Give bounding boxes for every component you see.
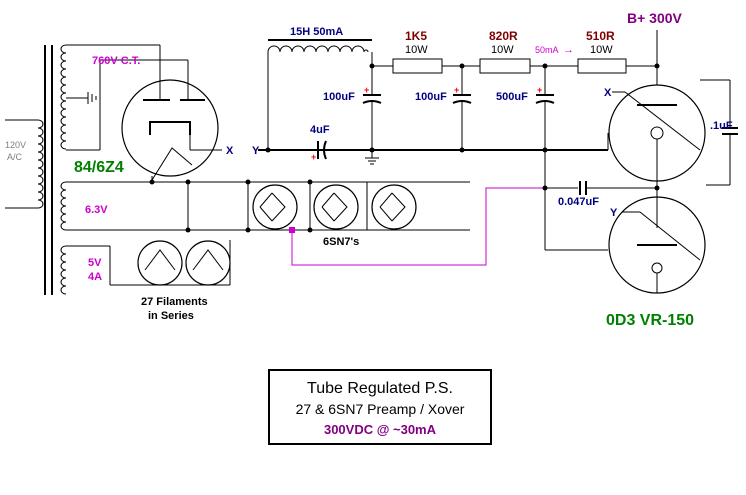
- rect-fil-voltage-label: 5V: [88, 257, 102, 269]
- rectifier-x-label: X: [226, 145, 234, 157]
- capacitor-100uf-1: [362, 66, 382, 150]
- filament-tube-27-a: [137, 240, 183, 286]
- resistor-510r-value: 510R: [586, 29, 615, 43]
- cap-100uf-2-polarity: +: [454, 85, 459, 95]
- resistor-820r: [479, 58, 531, 74]
- cap-01uf-label: .1uF: [710, 120, 733, 132]
- cap-0047uf-label: 0.047uF: [558, 196, 599, 208]
- cap-100uf-2-label: 100uF: [415, 91, 447, 103]
- filament-tubes-label: 6SN7's: [323, 236, 359, 248]
- capacitor-100uf-2: [452, 66, 472, 150]
- cap-500uf-label: 500uF: [496, 91, 528, 103]
- cap-100uf-1-polarity: +: [364, 85, 369, 95]
- node-y-tube-label: Y: [610, 207, 618, 219]
- choke-label: 15H 50mA: [290, 26, 343, 38]
- resistor-820r-value: 820R: [489, 29, 518, 43]
- rect-fil-current-label: 4A: [88, 271, 102, 283]
- node-y-left-label: Y: [252, 145, 260, 157]
- regulator-tubes-label: 0D3 VR-150: [606, 312, 694, 329]
- regulator-tube-lower: [608, 196, 706, 294]
- title-box-subtitle: 27 & 6SN7 Preamp / Xover: [296, 401, 465, 417]
- rectifier-tube-label: 84/6Z4: [74, 159, 124, 176]
- title-box-spec: 300VDC @ ~30mA: [324, 422, 437, 437]
- filament-string-label-2: in Series: [148, 310, 194, 322]
- title-box-title: Tube Regulated P.S.: [307, 380, 453, 397]
- resistor-510r: [577, 58, 627, 74]
- current-arrow: →: [563, 44, 574, 56]
- regulator-tube-upper: [608, 84, 706, 182]
- resistor-1k5-rating: 10W: [405, 44, 428, 56]
- resistor-510r-rating: 10W: [590, 44, 613, 56]
- primary-type-label: A/C: [7, 152, 23, 162]
- primary-voltage-label: 120V: [5, 140, 26, 150]
- resistor-1k5-value: 1K5: [405, 29, 427, 43]
- resistor-1k5: [392, 58, 443, 74]
- node-x-tube-label: X: [604, 87, 612, 99]
- capacitor-4uf: [317, 140, 327, 160]
- power-transformer: [5, 44, 67, 295]
- cap-100uf-1-label: 100uF: [323, 91, 355, 103]
- filament-low-label: 6.3V: [85, 204, 108, 216]
- title-box: [268, 369, 492, 445]
- heater-tube-1: [252, 184, 298, 230]
- current-note: 50mA: [535, 45, 559, 55]
- heater-tube-3: [371, 184, 417, 230]
- bplus-label: B+ 300V: [627, 10, 683, 26]
- hv-secondary-label: 760V C.T.: [92, 55, 140, 67]
- cap-500uf-polarity: +: [537, 85, 542, 95]
- filament-tube-27-b: [185, 240, 231, 286]
- heater-tube-2: [313, 184, 359, 230]
- capacitor-0047uf: [579, 181, 587, 195]
- cap-4uf-polarity: +: [311, 152, 316, 162]
- cap-4uf-label: 4uF: [310, 124, 330, 136]
- resistor-820r-rating: 10W: [491, 44, 514, 56]
- filament-string-label-1: 27 Filaments: [141, 296, 208, 308]
- rectifier-tube: [121, 74, 219, 181]
- choke-15h: [267, 39, 372, 53]
- capacitor-500uf: [535, 66, 555, 250]
